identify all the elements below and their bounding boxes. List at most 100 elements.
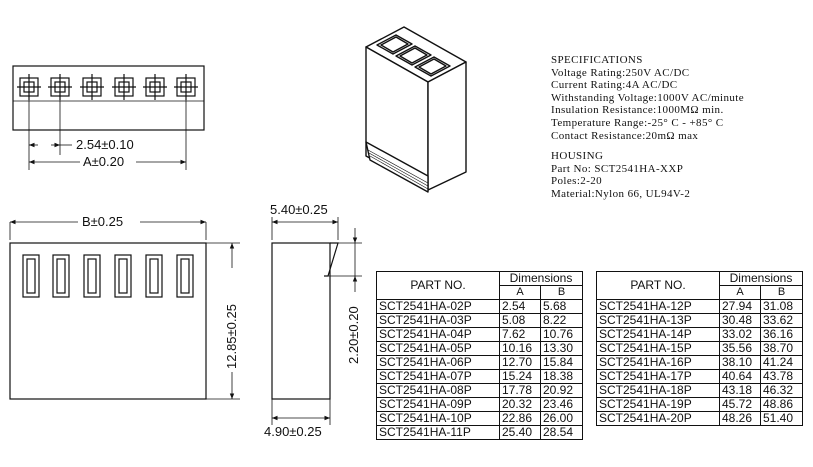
dimension-a-cell: 33.02 <box>719 327 761 342</box>
dimension-a-cell: 48.26 <box>719 411 761 426</box>
dimension-b-cell: 46.32 <box>760 383 803 398</box>
dimension-a-cell: 27.94 <box>719 299 761 314</box>
dimension-a-cell: 43.18 <box>719 383 761 398</box>
pin-cavity <box>174 74 198 100</box>
b-dimension-label: B±0.25 <box>82 214 123 229</box>
header-b: B <box>760 285 803 300</box>
dimension-b-cell: 41.24 <box>760 355 803 370</box>
dimension-b-cell: 23.46 <box>540 397 583 412</box>
pin-cavities <box>17 74 198 100</box>
part-number-cell: SCT2541HA-02P <box>376 299 500 314</box>
part-number-cell: SCT2541HA-06P <box>376 355 500 370</box>
part-number-cell: SCT2541HA-16P <box>596 355 720 370</box>
spec-line: Current Rating:4A AC/DC <box>551 79 678 92</box>
dimension-a-cell: 25.40 <box>499 425 541 440</box>
header-part-no: PART NO. <box>596 271 720 300</box>
header-b: B <box>540 285 583 300</box>
pin-cavity <box>48 74 72 100</box>
part-number-cell: SCT2541HA-10P <box>376 411 500 426</box>
specifications-heading: SPECIFICATIONS <box>551 54 643 66</box>
dimension-b-cell: 20.92 <box>540 383 583 398</box>
spec-line: Temperature Range:-25° C - +85° C <box>551 116 724 129</box>
spec-line: Insulation Resistance:1000MΩ min. <box>551 104 724 117</box>
dimension-b-cell: 36.16 <box>760 327 803 342</box>
part-number-cell: SCT2541HA-12P <box>596 299 720 314</box>
specifications-block: SPECIFICATIONS Voltage Rating:250V AC/DC… <box>551 54 744 201</box>
header-part-no: PART NO. <box>376 271 500 300</box>
part-number-cell: SCT2541HA-20P <box>596 411 720 426</box>
header-dimensions: Dimensions <box>719 271 803 286</box>
height-label: 12.85±0.25 <box>224 304 239 369</box>
dimension-b-cell: 15.84 <box>540 355 583 370</box>
dimension-a-cell: 22.86 <box>499 411 541 426</box>
dimension-b-cell: 13.30 <box>540 341 583 356</box>
dimension-b-cell: 43.78 <box>760 369 803 384</box>
dimension-a-cell: 40.64 <box>719 369 761 384</box>
dimension-a-cell: 15.24 <box>499 369 541 384</box>
part-number-cell: SCT2541HA-18P <box>596 383 720 398</box>
housing-heading: HOUSING <box>551 150 604 163</box>
dimension-a-cell: 10.16 <box>499 341 541 356</box>
part-number-cell: SCT2541HA-09P <box>376 397 500 412</box>
dimension-a-cell: 38.10 <box>719 355 761 370</box>
dimension-a-cell: 12.70 <box>499 355 541 370</box>
dimension-b-cell: 5.68 <box>540 299 583 314</box>
header-a: A <box>499 285 541 300</box>
spec-line: Withstanding Voltage:1000V AC/minute <box>551 91 745 104</box>
pitch-label: 2.54±0.10 <box>76 137 134 152</box>
part-number-cell: SCT2541HA-03P <box>376 313 500 328</box>
part-number-cell: SCT2541HA-08P <box>376 383 500 398</box>
part-number-cell: SCT2541HA-13P <box>596 313 720 328</box>
part-number-cell: SCT2541HA-15P <box>596 341 720 356</box>
part-number-cell: SCT2541HA-07P <box>376 369 500 384</box>
dimension-a-cell: 45.72 <box>719 397 761 412</box>
dimension-b-cell: 8.22 <box>540 313 583 328</box>
part-number-cell: SCT2541HA-11P <box>376 425 500 440</box>
part-number-cell: SCT2541HA-04P <box>376 327 500 342</box>
housing-line: Material:Nylon 66, UL94V-2 <box>551 187 691 200</box>
isometric-view <box>365 26 467 193</box>
housing-line: Part No: SCT2541HA-XXP <box>551 162 684 175</box>
pin-cavity <box>143 74 167 100</box>
side-view <box>271 217 362 425</box>
housing-line: Poles:2-20 <box>551 175 603 188</box>
side-bottom-width-label: 4.90±0.25 <box>264 424 322 439</box>
part-number-cell: SCT2541HA-17P <box>596 369 720 384</box>
front-view <box>9 219 240 400</box>
dimension-a-cell: 35.56 <box>719 341 761 356</box>
a-dimension-label: A±0.20 <box>83 154 124 169</box>
dimension-b-cell: 31.08 <box>760 299 803 314</box>
side-top-width-label: 5.40±0.25 <box>270 202 328 217</box>
dimension-b-cell: 51.40 <box>760 411 803 426</box>
dimension-a-cell: 30.48 <box>719 313 761 328</box>
top-view <box>12 65 205 170</box>
latch-label: 2.20±0.20 <box>346 306 361 364</box>
dimension-b-cell: 48.86 <box>760 397 803 412</box>
header-dimensions: Dimensions <box>499 271 583 286</box>
header-a: A <box>719 285 761 300</box>
dimension-b-cell: 38.70 <box>760 341 803 356</box>
part-number-cell: SCT2541HA-14P <box>596 327 720 342</box>
dimension-a-cell: 17.78 <box>499 383 541 398</box>
dimension-b-cell: 28.54 <box>540 425 583 440</box>
contact-windows <box>22 254 194 298</box>
